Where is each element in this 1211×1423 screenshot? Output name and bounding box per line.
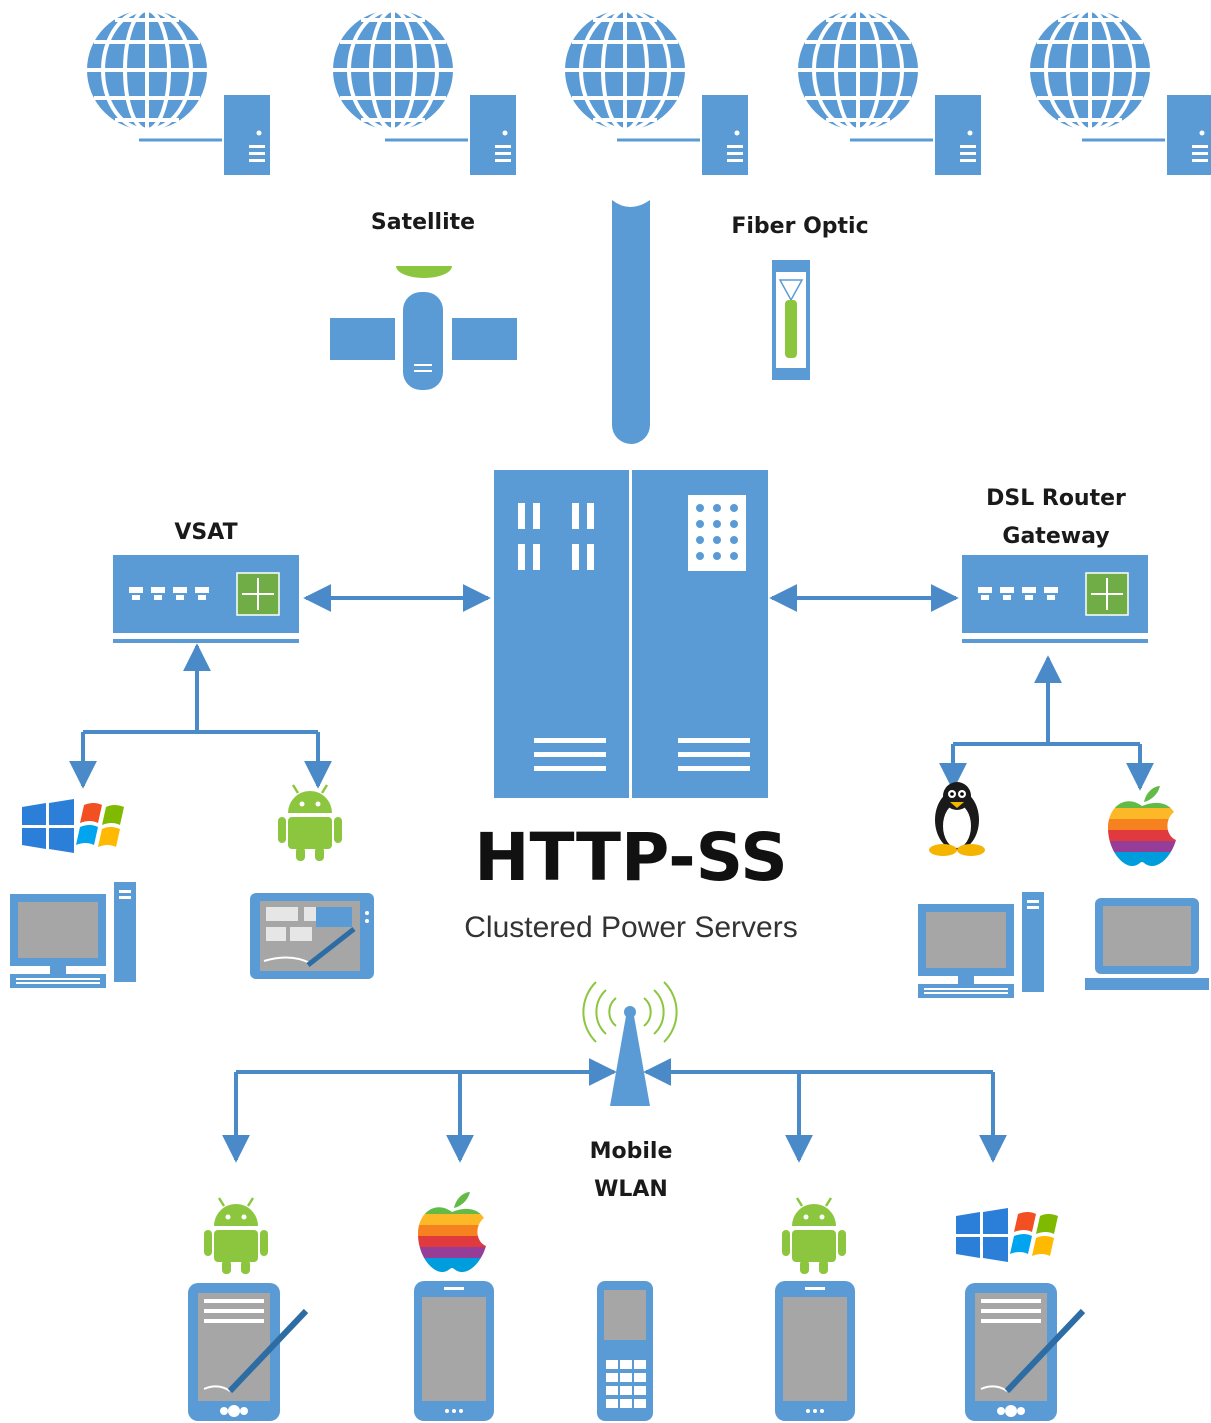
globe-server-icon [1028,8,1211,177]
vsat-label: VSAT [174,520,238,545]
pda-icon [965,1283,1083,1421]
satellite-icon [330,266,517,390]
apple-icon [412,1192,492,1274]
globe-server-icon [331,8,518,177]
smartphone-icon [414,1281,494,1421]
fiber-optic-icon [772,260,810,380]
server-cluster-icon [494,470,768,798]
globe-server-icon [85,8,272,177]
dsl-router-icon [960,553,1150,643]
diagram-subtitle: Clustered Power Servers [464,911,798,944]
diagram-title: HTTP-SS [474,819,788,896]
windows-icon [956,1208,1058,1262]
wireless-antenna-icon [582,981,678,1106]
tablet-icon [250,893,374,979]
backbone-cable-icon [612,200,650,444]
windows-icon [22,799,124,853]
satellite-label: Satellite [370,210,476,235]
vsat-router-icon [111,553,301,643]
apple-icon [1102,786,1182,868]
dsl-router-label: DSL Router [986,486,1126,511]
desktop-pc-icon [918,892,1044,998]
laptop-icon [1085,898,1209,990]
android-icon [202,1196,270,1276]
fiber-optic-label: Fiber Optic [731,214,869,239]
android-icon [276,783,344,863]
mobile-label: Mobile [589,1139,673,1164]
android-icon [780,1196,848,1276]
smartphone-icon [775,1281,855,1421]
pda-icon [188,1283,306,1421]
wlan-label: WLAN [594,1177,668,1202]
dsl-gateway-label: Gateway [1002,524,1110,549]
desktop-pc-icon [10,882,136,988]
globe-server-icon [563,8,750,177]
feature-phone-icon [597,1281,653,1421]
globe-server-icon [796,8,983,177]
linux-icon [929,782,985,856]
